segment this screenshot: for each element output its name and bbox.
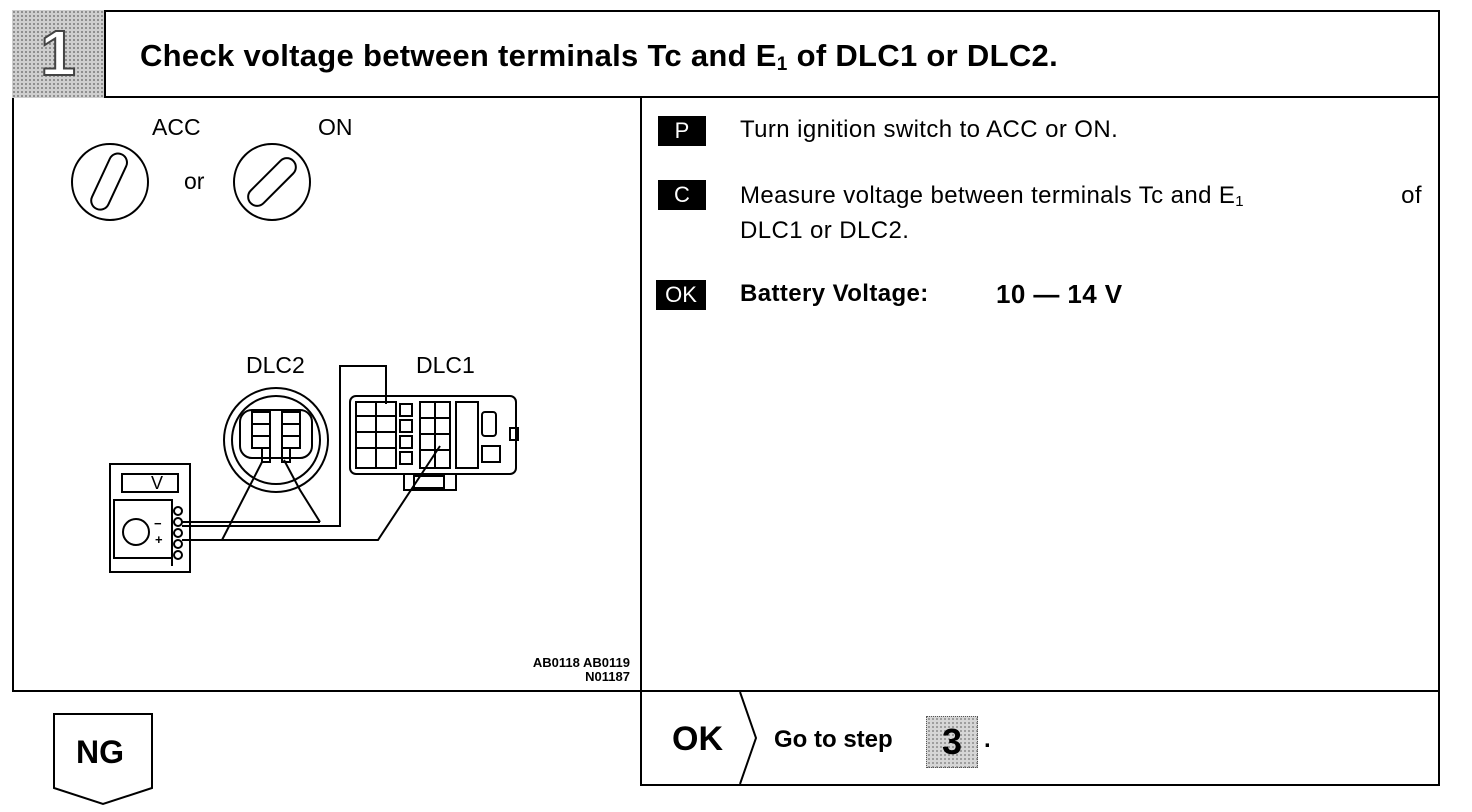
dlc1-label: DLC1	[416, 352, 475, 378]
step-title: Check voltage between terminals Tc and E…	[140, 38, 1058, 75]
check-text-subscript: 1	[1235, 193, 1245, 210]
figure-code-line2: N01187	[585, 669, 630, 684]
title-subscript: 1	[776, 54, 788, 75]
check-text-main: Measure voltage between terminals Tc and…	[740, 182, 1236, 209]
step-number-box: 1	[12, 10, 106, 98]
title-text-end: of DLC1 or DLC2.	[787, 38, 1058, 73]
figure-code-line1: AB0118 AB0119	[532, 655, 630, 670]
wiring-diagram	[71, 143, 519, 573]
or-label: or	[184, 168, 205, 194]
ok-result-box	[640, 690, 1440, 786]
figure-codes: AB0118 AB0119 N01187	[480, 656, 630, 684]
goto-step-number: 3	[941, 721, 963, 762]
dlc1-connector-icon	[349, 395, 519, 491]
ignition-acc-icon	[71, 143, 149, 221]
title-text: Check voltage between terminals Tc and E	[140, 38, 777, 73]
ng-arrow-box	[53, 713, 153, 806]
diagram-panel	[12, 98, 642, 692]
meter-plus-label: +	[155, 532, 163, 547]
ng-result-label: NG	[76, 734, 124, 770]
check-text-of: of	[1401, 182, 1422, 209]
goto-period: .	[984, 726, 991, 753]
dlc2-connector-icon	[223, 387, 329, 493]
prepare-text: Turn ignition switch to ACC or ON.	[740, 116, 1119, 143]
ok-badge: OK	[656, 280, 706, 310]
ignition-on-icon	[233, 143, 311, 221]
voltmeter-icon	[109, 463, 191, 573]
ok-spec-text: Battery Voltage:	[740, 280, 929, 307]
ok-arrow-chevron	[739, 691, 758, 785]
meter-minus-label: −	[154, 516, 162, 531]
check-text-line1: Measure voltage between terminals Tc and…	[740, 180, 1422, 215]
check-badge: C	[658, 180, 706, 210]
on-label: ON	[318, 114, 353, 140]
check-text: Measure voltage between terminals Tc and…	[740, 180, 1422, 247]
goto-text: Go to step	[774, 726, 893, 753]
test-probe-wires	[182, 365, 441, 541]
prepare-badge: P	[658, 116, 706, 146]
ok-spec-value: 10 — 14 V	[996, 279, 1123, 309]
procedure-panel	[640, 98, 1440, 692]
dlc2-label: DLC2	[246, 352, 305, 378]
check-text-line2: DLC1 or DLC2.	[740, 217, 910, 244]
step-number: 1	[39, 16, 77, 90]
meter-scale-label: V	[150, 473, 163, 493]
goto-step-box[interactable]: 3	[926, 716, 978, 768]
acc-label: ACC	[152, 114, 201, 140]
ok-result-label: OK	[672, 720, 723, 758]
